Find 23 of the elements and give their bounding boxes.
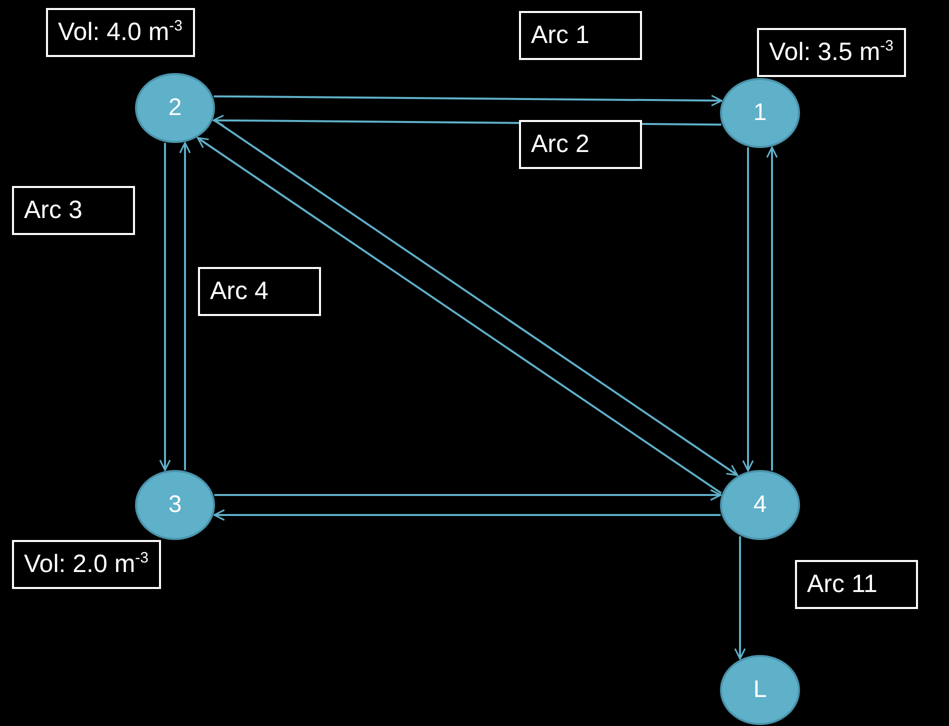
volume-label: Vol: 2.0 m$^{-3}$ (12, 540, 161, 588)
arrow (734, 536, 746, 660)
arrow (742, 147, 754, 472)
node-circle: L (720, 655, 800, 725)
node-circle: 4 (720, 470, 800, 540)
arrow (766, 146, 778, 471)
edge-label: Arc 1 (519, 11, 642, 60)
edge-label: Arc 3 (12, 186, 135, 234)
arrow (159, 142, 171, 471)
arrow (214, 94, 722, 106)
arrow (196, 137, 722, 494)
edge-label: Arc 4 (198, 267, 321, 316)
volume-label: Vol: 3.5 m$^{-3}$ (757, 28, 906, 76)
edge-label: Arc 2 (519, 120, 642, 168)
node-circle: 3 (135, 470, 215, 540)
node-circle: 1 (720, 78, 800, 148)
node-circle: 2 (135, 73, 215, 143)
arrow (214, 509, 721, 521)
edge-label: Arc 11 (795, 560, 918, 608)
arrow (213, 118, 738, 476)
arrow (179, 142, 191, 470)
arrow (214, 489, 722, 501)
volume-label: Vol: 4.0 m$^{-3}$ (46, 8, 195, 56)
